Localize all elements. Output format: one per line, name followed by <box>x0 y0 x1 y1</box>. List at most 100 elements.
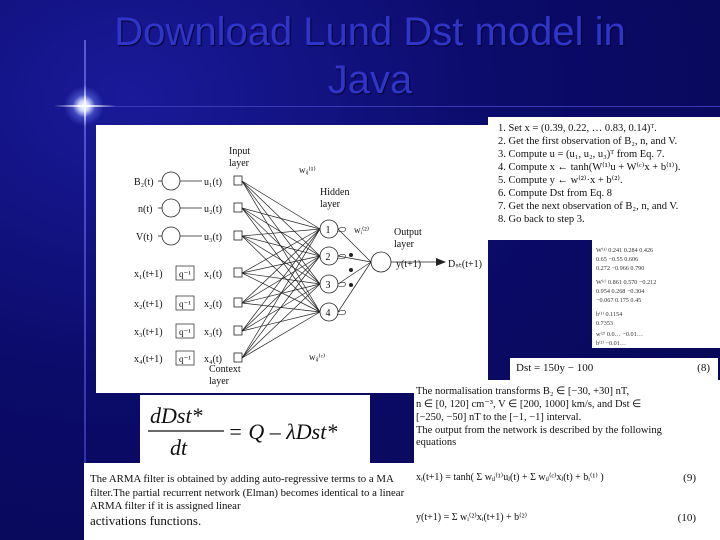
weights-matrix: W⁽¹⁾ 0.241 0.284 0.426 0.65 −0.55 0.606 … <box>596 247 656 347</box>
connection-4-0 <box>241 228 321 304</box>
connection-5-3 <box>241 311 321 332</box>
connection-1-0 <box>241 207 321 230</box>
connection-6-0 <box>241 228 321 359</box>
output-layer-label-2: layer <box>394 239 415 250</box>
weight-label-w1: wᵢⱼ⁽¹⁾ <box>299 165 316 175</box>
output-node <box>370 251 392 273</box>
equation-9: xᵢ(t+1) = tanh( Σ wᵢⱼ⁽¹⁾uⱼ(t) + Σ wᵢⱼ⁽ᶜ⁾… <box>416 472 604 483</box>
input-label-b2: B₂(t) <box>134 177 154 188</box>
svg-text:x₃(t+1): x₃(t+1) <box>134 327 163 338</box>
normalisation-line-2: n ∈ [0, 120] cm⁻³, V ∈ [200, 1000] km/s,… <box>416 399 642 410</box>
weights-row-3: 0.272 −0.966 0.790 <box>596 265 644 272</box>
weights-row-5: 0.954 0.268 −0.304 <box>596 288 644 295</box>
ode-rhs: = Q – λDst* <box>228 419 337 444</box>
hidden-node-label-3: 3 <box>326 280 331 291</box>
svg-text:x₂(t+1): x₂(t+1) <box>134 299 163 310</box>
context-row-1: x₁(t+1) q⁻¹ x₁(t) <box>134 265 243 281</box>
hidden-output-connection-1 <box>337 255 372 263</box>
input-label-n: n(t) <box>138 204 152 215</box>
connection-0-3 <box>241 180 321 313</box>
description-text: The ARMA filter is obtained by adding au… <box>90 473 410 529</box>
context-node-2 <box>233 297 243 308</box>
input-layer-label-2: layer <box>229 158 250 169</box>
algorithm-step-1: 1. Set x = (0.39, 0.22, … 0.83, 0.14)ᵀ. <box>498 123 657 134</box>
weights-row-1: W⁽¹⁾ 0.241 0.284 0.426 <box>596 247 653 254</box>
algorithm-step-8: 8. Go back to step 3. <box>498 214 585 225</box>
connection-2-2 <box>241 235 321 285</box>
algorithm-step-4: 4. Compute x ← tanh(W⁽¹⁾u + W⁽ᶜ⁾x + b⁽¹⁾… <box>498 162 681 173</box>
svg-text:x₄(t+1): x₄(t+1) <box>134 354 163 365</box>
connection-2-3 <box>241 235 321 313</box>
algorithm-step-2: 2. Get the first observation of B₂, n, a… <box>498 136 678 147</box>
ode-numerator: dDst* <box>150 403 203 428</box>
junction-dot-3 <box>349 283 353 287</box>
context-row-4: x₄(t+1) q⁻¹ x₄(t) <box>134 350 243 366</box>
svg-text:x₂(t): x₂(t) <box>204 299 222 310</box>
connection-6-3 <box>241 311 321 359</box>
weight-label-w2: wᵢ⁽²⁾ <box>354 225 369 235</box>
dst-equation-panel: Dst = 150y − 100 (8) <box>510 358 718 380</box>
hidden-output-connection-3 <box>337 261 372 313</box>
dst-equation-number: (8) <box>697 362 710 374</box>
weights-row-10: b⁽²⁾ −0.01… <box>596 340 626 347</box>
context-row-3: x₃(t+1) q⁻¹ x₃(t) <box>134 323 243 339</box>
input-unit-u1: u₁(t) <box>204 177 222 188</box>
input-node-3 <box>233 230 243 241</box>
decorative-horizontal-line <box>86 106 720 107</box>
algorithm-step-7: 7. Get the next observation of B₂, n, an… <box>498 201 679 212</box>
context-row-2: x₂(t+1) q⁻¹ x₂(t) <box>134 295 243 311</box>
connection-0-0 <box>241 180 321 230</box>
input-layer-label-1: Input <box>229 146 250 157</box>
normalisation-panel: The normalisation transforms B₂ ∈ [−30, … <box>414 380 720 540</box>
delay-box-4 <box>175 350 195 366</box>
connection-6-2 <box>241 283 321 359</box>
svg-text:x₃(t): x₃(t) <box>204 327 222 338</box>
hidden-output-connection-0 <box>337 228 372 263</box>
weights-row-7: b⁽¹⁾ 0.1154 <box>596 311 622 318</box>
filter-node-3 <box>161 226 181 246</box>
algorithm-panel: 1. Set x = (0.39, 0.22, … 0.83, 0.14)ᵀ. … <box>488 117 720 240</box>
filter-node-1 <box>161 171 181 191</box>
description-body: The ARMA filter is obtained by adding au… <box>90 473 405 512</box>
svg-text:q⁻¹: q⁻¹ <box>179 354 191 364</box>
input-label-v: V(t) <box>136 232 153 243</box>
delay-box-3 <box>175 323 195 339</box>
svg-text:x₄(t): x₄(t) <box>204 354 222 365</box>
elman-network-diagram: B₂(t) n(t) V(t) u₁(t) u₂(t) u₃(t) x₁(t+1… <box>134 146 482 387</box>
algorithm-step-6: 6. Compute Dst from Eq. 8 <box>498 188 613 199</box>
connection-3-3 <box>241 272 321 313</box>
context-node-1 <box>233 267 243 278</box>
weights-row-4: W⁽ᶜ⁾ 0.861 0.570 −0.212 <box>596 279 656 286</box>
normalisation-line-1: The normalisation transforms B₂ ∈ [−30, … <box>416 386 630 397</box>
weight-label-wc: wᵢⱼ⁽ᶜ⁾ <box>309 352 325 362</box>
svg-text:q⁻¹: q⁻¹ <box>179 269 191 279</box>
connection-6-1 <box>241 255 321 359</box>
svg-text:x₁(t): x₁(t) <box>204 269 222 280</box>
output-layer-label-1: Output <box>394 227 422 238</box>
description-panel: The ARMA filter is obtained by adding au… <box>84 463 414 540</box>
svg-text:x₁(t+1): x₁(t+1) <box>134 269 163 280</box>
equation-10: y(t+1) = Σ wᵢ⁽²⁾xᵢ(t+1) + b⁽²⁾ <box>416 512 528 523</box>
hidden-node-label-2: 2 <box>326 252 331 263</box>
context-layer-label-2: layer <box>209 376 230 387</box>
connection-2-1 <box>241 235 321 257</box>
slide-title-line2: Java <box>327 58 413 102</box>
network-diagram-panel: B₂(t) n(t) V(t) u₁(t) u₂(t) u₃(t) x₁(t+1… <box>96 125 488 393</box>
decorative-vertical-line <box>84 40 86 540</box>
connection-3-0 <box>241 228 321 274</box>
weights-row-9: w⁽²⁾ 0.0… −0.01… <box>596 331 643 338</box>
input-unit-u2: u₂(t) <box>204 204 222 215</box>
description-last-line: activations functions. <box>90 512 202 528</box>
context-node-3 <box>233 325 243 336</box>
connection-2-0 <box>241 228 321 237</box>
weights-row-6: −0.067 0.175 0.45 <box>596 297 641 304</box>
filter-node-2 <box>161 198 181 218</box>
normalisation-line-3: [−250, −50] nT to the [−1, −1] interval. <box>416 412 582 423</box>
dst-label: Dₛₜ(t+1) <box>448 259 482 270</box>
input-node-1 <box>233 175 243 186</box>
dst-ode-panel: dDst* dt = Q – λDst* <box>140 395 370 463</box>
network-connections <box>241 180 372 359</box>
connection-3-2 <box>241 272 321 285</box>
ode-denominator: dt <box>170 435 188 460</box>
hidden-output-connection-2 <box>337 261 372 285</box>
